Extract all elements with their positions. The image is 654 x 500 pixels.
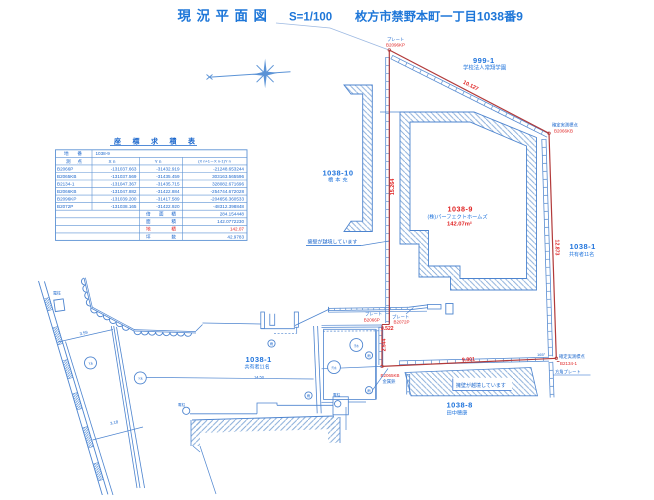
svg-text:汚水: 汚水 (354, 344, 360, 348)
svg-text:B2066KB: B2066KB (57, 189, 76, 194)
svg-text:-131047.882: -131047.882 (111, 189, 137, 194)
svg-text:-131038.165: -131038.165 (111, 204, 137, 209)
svg-text:現況平面図: 現況平面図 (178, 8, 273, 24)
svg-text:座標求積表: 座標求積表 (114, 137, 207, 146)
svg-text:2.544: 2.544 (381, 339, 387, 352)
svg-text:1038-10: 1038-10 (323, 169, 354, 178)
svg-text:確定実測標点: 確定実測標点 (559, 353, 585, 360)
svg-text:下水: 下水 (88, 362, 94, 366)
svg-text:電柱: 電柱 (178, 402, 186, 407)
svg-text:番: 番 (77, 150, 82, 157)
svg-text:303163.565596: 303163.565596 (212, 174, 244, 179)
svg-text:B2065KB: B2065KB (57, 174, 76, 179)
svg-text:B2072P: B2072P (394, 320, 410, 325)
svg-text:B2096KP: B2096KP (386, 43, 405, 48)
svg-text:-254744.672028: -254744.672028 (211, 189, 245, 194)
svg-text:学校法人常翔学園: 学校法人常翔学園 (463, 64, 506, 72)
svg-text:(X n+1－X n-1)Y n: (X n+1－X n-1)Y n (198, 158, 231, 163)
svg-text:0.522: 0.522 (381, 326, 394, 332)
svg-text:B2072P: B2072P (57, 204, 73, 209)
svg-text:-31417.589: -31417.589 (156, 197, 180, 202)
svg-text:共有者11名: 共有者11名 (245, 364, 270, 371)
svg-text:X n: X n (109, 159, 116, 164)
svg-text:汚水: 汚水 (331, 366, 337, 370)
svg-text:擁壁が越境しています: 擁壁が越境しています (308, 239, 358, 246)
svg-text:共有者11名: 共有者11名 (569, 251, 594, 258)
svg-text:-131037.663: -131037.663 (111, 166, 137, 171)
svg-text:-31435.715: -31435.715 (156, 181, 180, 186)
svg-text:-31422.884: -31422.884 (156, 189, 180, 194)
svg-text:枚方市禁野本町一丁目1038番9: 枚方市禁野本町一丁目1038番9 (355, 9, 523, 24)
svg-text:B2066P: B2066P (57, 166, 73, 171)
svg-text:地: 地 (146, 226, 151, 232)
svg-text:1038-1: 1038-1 (570, 242, 596, 251)
svg-text:142.0772230: 142.0772230 (217, 219, 244, 224)
svg-text:-131037.569: -131037.569 (111, 174, 137, 179)
svg-text:-31435.459: -31435.459 (156, 174, 180, 179)
svg-text:9.801: 9.801 (462, 357, 475, 364)
svg-text:方角プレート: 方角プレート (555, 368, 581, 375)
svg-text:328082.671696: 328082.671696 (212, 181, 244, 186)
svg-text:284.154448: 284.154448 (220, 212, 245, 217)
svg-text:積: 積 (171, 218, 176, 225)
svg-text:-31432.919: -31432.919 (156, 166, 180, 171)
svg-text:1038-9: 1038-9 (96, 151, 111, 156)
svg-text:-21248.653244: -21248.653244 (213, 166, 244, 171)
svg-text:999-1: 999-1 (473, 56, 495, 65)
svg-text:坪: 坪 (146, 233, 151, 240)
svg-text:B2134-1: B2134-1 (560, 361, 578, 366)
svg-text:Y n: Y n (155, 159, 162, 164)
svg-text:15.264: 15.264 (390, 179, 396, 196)
svg-text:1038-9: 1038-9 (448, 205, 473, 214)
svg-text:1038-1: 1038-1 (246, 355, 272, 364)
svg-text:積: 積 (171, 211, 176, 218)
svg-text:擁壁が越境しています: 擁壁が越境しています (456, 382, 506, 389)
svg-text:-131039.200: -131039.200 (111, 197, 137, 202)
svg-text:倍: 倍 (146, 211, 151, 218)
svg-text:(株)パーフェクトホームズ: (株)パーフェクトホームズ (428, 213, 488, 221)
svg-text:測: 測 (66, 158, 71, 165)
svg-text:B2066P: B2066P (364, 318, 380, 323)
svg-text:下水: 下水 (138, 377, 144, 381)
svg-text:地: 地 (64, 150, 69, 156)
svg-text:積: 積 (171, 226, 176, 233)
svg-text:B2134-1: B2134-1 (57, 181, 75, 186)
svg-text:田中穂康: 田中穂康 (447, 409, 468, 417)
svg-text:金属鋲: 金属鋲 (383, 378, 397, 385)
svg-text:橋本充: 橋本充 (328, 176, 350, 184)
svg-text:12.873: 12.873 (553, 240, 559, 256)
svg-text:確定実測標点: 確定実測標点 (552, 122, 578, 129)
svg-text:42.9783: 42.9783 (227, 234, 244, 239)
svg-text:142.07: 142.07 (230, 227, 244, 232)
svg-text:B2096KP: B2096KP (57, 197, 76, 202)
svg-text:1038-8: 1038-8 (447, 401, 473, 410)
svg-text:-31422.920: -31422.920 (156, 204, 180, 209)
svg-text:-48312.398848: -48312.398848 (213, 204, 244, 209)
svg-text:142.07m²: 142.07m² (447, 220, 472, 227)
svg-text:B2066KB: B2066KB (554, 129, 573, 134)
svg-text:数: 数 (171, 233, 176, 240)
svg-text:S=1/100: S=1/100 (289, 11, 332, 23)
svg-text:165°: 165° (537, 352, 546, 357)
svg-text:-204656.360533: -204656.360533 (211, 197, 245, 202)
svg-text:-131047.367: -131047.367 (111, 181, 137, 186)
svg-text:電柱: 電柱 (333, 392, 341, 397)
svg-text:電柱: 電柱 (53, 290, 61, 296)
